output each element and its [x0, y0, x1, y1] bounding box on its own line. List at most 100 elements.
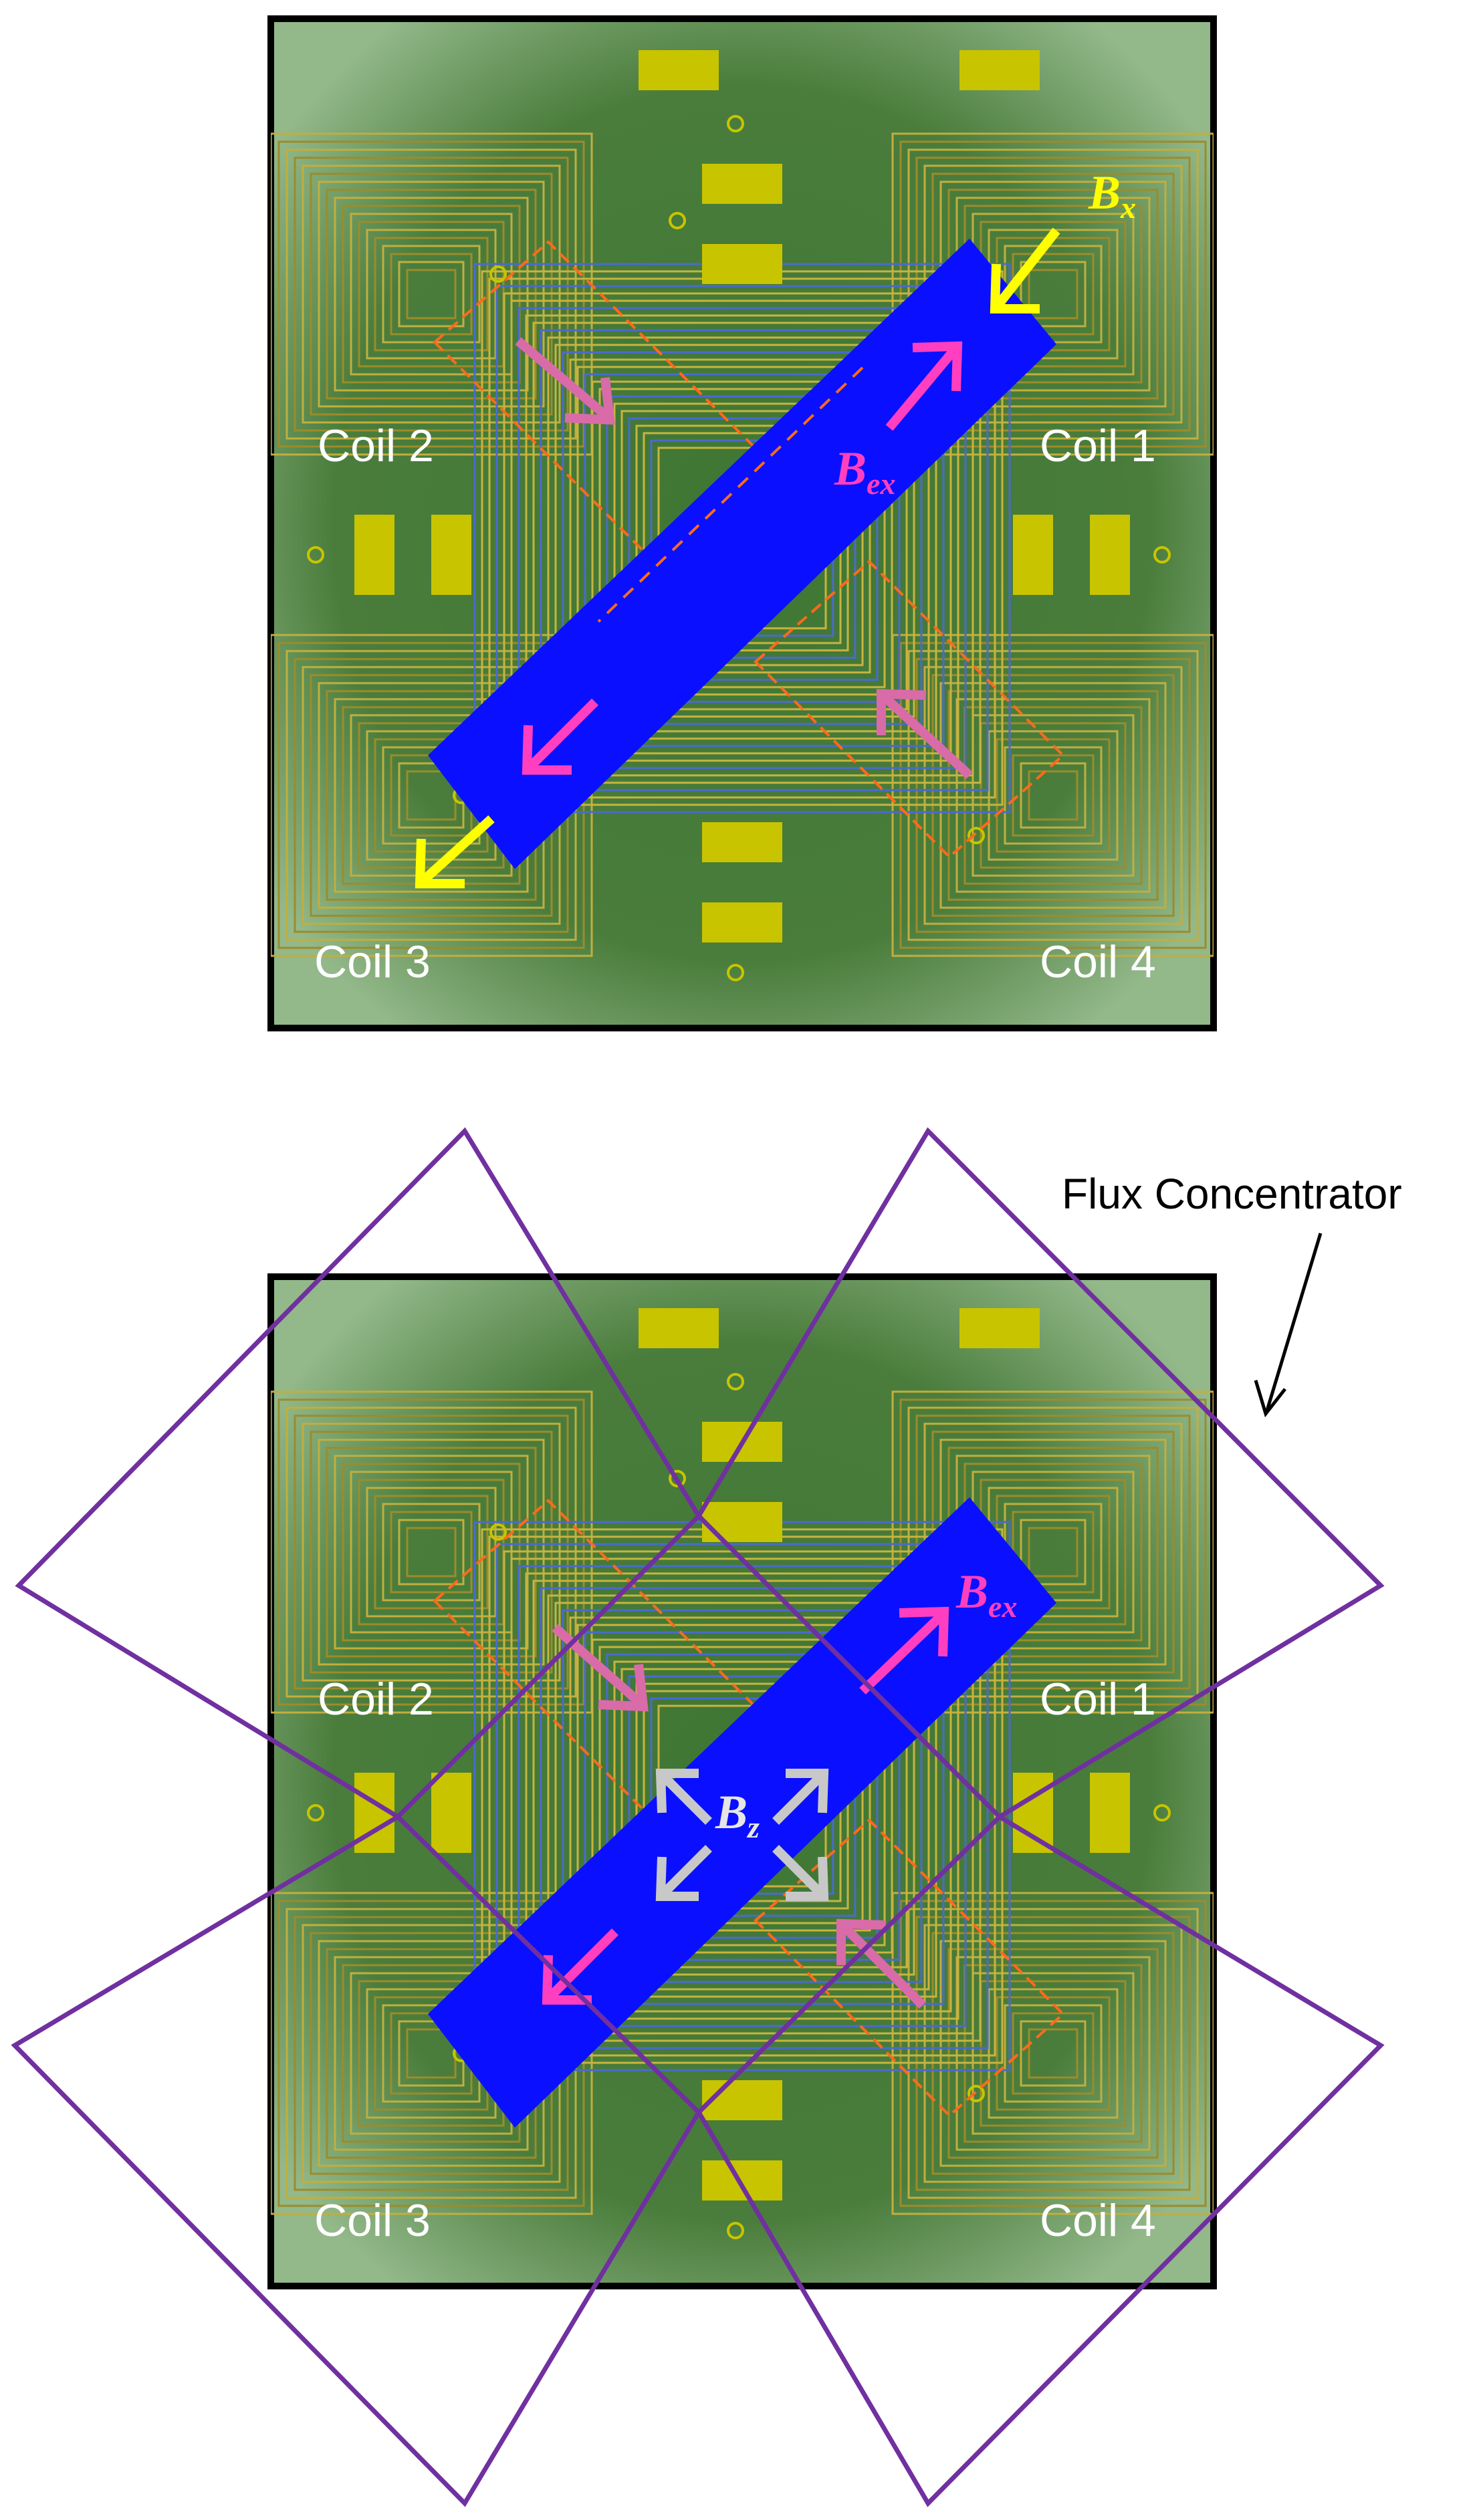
via-icon — [727, 1373, 744, 1390]
bz-arrow-lower-right — [772, 1845, 829, 1901]
top-bx-symbol: B — [1088, 166, 1121, 219]
pad-icon — [639, 1308, 719, 1348]
crossbar-turn — [591, 1638, 893, 1954]
coil-turn — [382, 1503, 481, 1602]
crossbar-turn — [518, 307, 967, 769]
bottom-bex-arrow-up — [859, 1606, 949, 1695]
bottom-bond-pads — [307, 1308, 1171, 2239]
crossbar-turn — [495, 1543, 989, 2049]
bottom-bz-label: Bz — [715, 1785, 760, 1844]
coil-turn — [406, 269, 457, 320]
coil-turn — [366, 1487, 497, 1618]
crossbar-turn — [620, 1668, 864, 1924]
coil-turn — [398, 261, 465, 328]
pad-icon — [431, 515, 471, 595]
bottom-crossbar-traces — [473, 1521, 1011, 2071]
pad-icon — [431, 1773, 471, 1853]
top-bond-pads — [307, 50, 1171, 981]
via-icon — [727, 115, 744, 132]
top-bex-arrow-up — [885, 341, 963, 431]
via-icon — [669, 1470, 686, 1487]
crossbar-turn — [562, 1609, 923, 1983]
via-icon — [967, 827, 985, 844]
top-faded-arrows — [515, 337, 973, 779]
top-coil3-label: Coil 3 — [314, 936, 431, 987]
crossbar-turn — [562, 351, 923, 725]
via-icon — [727, 2222, 744, 2239]
bz-arrow-lower-left — [655, 1845, 712, 1901]
bottom-faded-arrow-upper — [552, 1624, 649, 1712]
bottom-faded-arrow-lower — [836, 1918, 926, 2009]
concentrator-bottom-right — [695, 1813, 1385, 2507]
pad-icon — [1013, 515, 1053, 595]
bottom-coil1-label: Coil 1 — [1040, 1674, 1156, 1725]
crossbar-turn — [576, 1624, 908, 1969]
bottom-bex-symbol: B — [955, 1565, 988, 1618]
bottom-bex-label: Bex — [955, 1565, 1017, 1624]
top-dashed-region-lower — [754, 559, 1065, 859]
coil-turn — [366, 229, 497, 360]
coil-turn — [972, 1972, 1135, 2135]
bottom-bz-subscript: z — [746, 1810, 760, 1844]
bottom-bz-arrows — [655, 1769, 829, 1901]
top-faded-arrow-lower — [877, 688, 973, 779]
crossbar-turn — [525, 314, 959, 762]
bottom-coil2-label: Coil 2 — [318, 1674, 434, 1725]
crossbar-turn — [598, 388, 886, 688]
crossbar-turn — [569, 1616, 915, 1976]
crossbar-turn — [554, 344, 930, 733]
coil-turn — [931, 674, 1175, 917]
coil-turn — [907, 1908, 1199, 2199]
coil-turn — [1004, 746, 1103, 845]
crossbar-turn — [503, 292, 982, 784]
coil-turn — [963, 706, 1143, 885]
crossbar-turn — [620, 410, 864, 666]
coil-turn — [398, 1519, 465, 1586]
top-bex-arrow-down — [522, 699, 598, 775]
top-bex-subscript: ex — [867, 467, 895, 501]
top-bx-arrow-in — [990, 227, 1060, 313]
coil-turn — [1020, 1519, 1087, 1586]
flux-concentrator-shapes — [11, 1127, 1385, 2507]
via-icon — [669, 212, 686, 229]
coil-turn — [1028, 770, 1078, 821]
via-icon — [489, 265, 507, 283]
coil-turn — [980, 722, 1127, 869]
coil-turn — [907, 650, 1199, 941]
pad-icon — [354, 515, 394, 595]
coil-turn — [988, 1988, 1119, 2119]
coil-turn — [980, 1980, 1127, 2127]
coil-turn — [271, 1892, 593, 2215]
coil-turn — [374, 237, 489, 352]
coil-spiral-coil4 — [891, 1892, 1214, 2215]
bottom-faded-arrows — [552, 1624, 926, 2009]
top-bex-label: Bex — [834, 442, 895, 501]
crossbar-turn — [613, 1660, 871, 1932]
coil-turn — [390, 1511, 473, 1594]
crossbar-turn — [540, 329, 945, 747]
top-coil2-label: Coil 2 — [318, 420, 434, 471]
pad-icon — [702, 1502, 782, 1542]
crossbar-turn — [540, 1587, 945, 2005]
via-icon — [307, 1804, 324, 1821]
crossbar-turn — [569, 358, 915, 718]
coil-turn — [915, 1916, 1191, 2191]
coil-turn — [996, 738, 1111, 853]
coil-turn — [891, 1892, 1214, 2215]
crossbar-turn — [518, 1565, 967, 2027]
bottom-coil3-label: Coil 3 — [314, 2195, 431, 2246]
pad-icon — [959, 1308, 1040, 1348]
coil-turn — [1012, 2012, 1095, 2095]
pad-icon — [1090, 515, 1130, 595]
crossbar-turn — [591, 380, 893, 696]
coil-turn — [947, 690, 1159, 901]
coil-turn — [899, 642, 1207, 949]
coil-turn — [891, 634, 1214, 957]
crossbar-turn — [598, 1646, 886, 1946]
flux-concentrator-label: Flux Concentrator — [1062, 1170, 1402, 1218]
top-chip-panel: Bx Bex Coil 2 Coil 1 Coil 3 Coil 4 — [267, 15, 1217, 1031]
top-bex-arrows — [522, 341, 963, 775]
coil-turn — [1028, 269, 1078, 320]
coil-turn — [939, 1940, 1167, 2167]
bottom-bz-symbol: B — [715, 1785, 748, 1839]
